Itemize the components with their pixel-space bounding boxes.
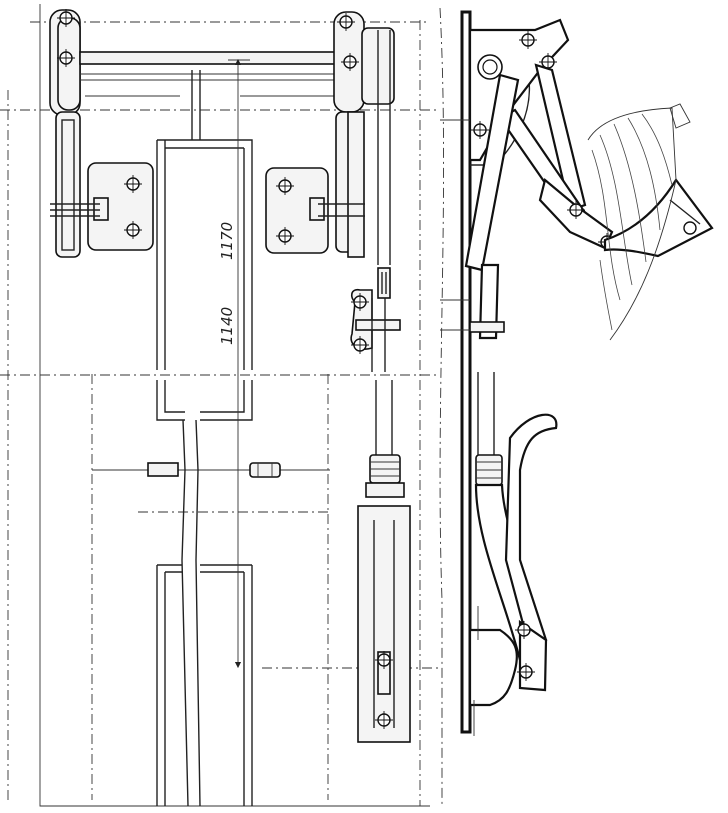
dimension-label-inner: 1140: [218, 307, 236, 345]
right-hinge-assembly: [265, 11, 395, 299]
left-hinge-assembly: [49, 8, 154, 258]
dimension-label-outer: 1170: [218, 222, 236, 260]
right-rod-lower: [350, 288, 411, 743]
side-view: [440, 10, 714, 736]
coupling-pieces: [147, 462, 281, 478]
central-frame: [156, 58, 253, 807]
cross-rods: [79, 51, 340, 97]
frame-lines: [0, 4, 445, 807]
